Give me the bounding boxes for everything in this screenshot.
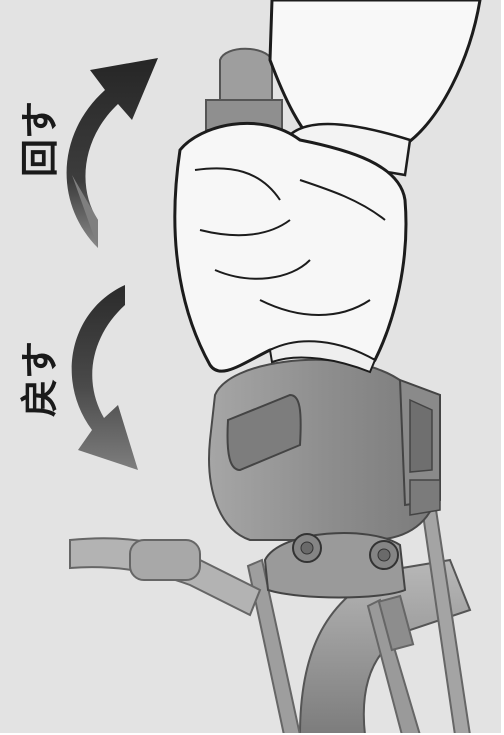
cables bbox=[69, 468, 472, 735]
curved-arrow-up-icon bbox=[66, 58, 158, 248]
return-label: 戻す bbox=[18, 341, 62, 418]
gloved-hand bbox=[173, 0, 482, 374]
curved-arrow-down-icon bbox=[71, 285, 138, 470]
turn-label: 回す bbox=[18, 101, 62, 178]
switch-housing bbox=[208, 358, 442, 541]
handlebar-clamp bbox=[263, 532, 407, 599]
bar-end-cap bbox=[205, 47, 283, 131]
